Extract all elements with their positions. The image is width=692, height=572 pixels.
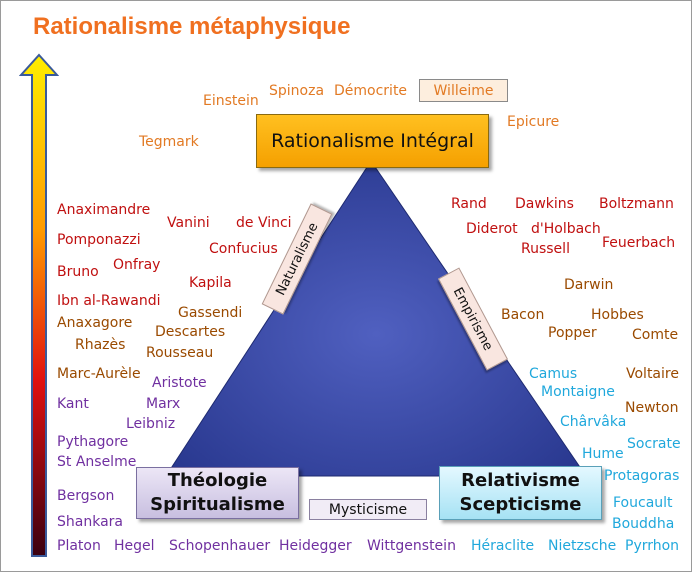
name-kapila: Kapila bbox=[189, 275, 232, 291]
box-relativisme-scepticisme: Relativisme Scepticisme bbox=[439, 466, 602, 520]
name-kant: Kant bbox=[57, 396, 89, 412]
name-onfray: Onfray bbox=[113, 257, 161, 273]
name-einstein: Einstein bbox=[203, 93, 259, 109]
name-heidegger: Heidegger bbox=[279, 538, 352, 554]
name-aristote: Aristote bbox=[152, 375, 207, 391]
name-spinoza: Spinoza bbox=[269, 83, 325, 99]
name-rand: Rand bbox=[451, 196, 487, 212]
name-hume: Hume bbox=[582, 446, 624, 462]
name-pyrrhon: Pyrrhon bbox=[625, 538, 680, 554]
name-darwin: Darwin bbox=[564, 277, 614, 293]
name-marx: Marx bbox=[146, 396, 181, 412]
name-gassendi: Gassendi bbox=[178, 305, 243, 321]
diagram-title: Rationalisme métaphysique bbox=[33, 13, 351, 40]
name-nietzsche: Nietzsche bbox=[548, 538, 617, 554]
name-bruno: Bruno bbox=[57, 264, 99, 280]
box-theologie-spiritualisme: Théologie Spiritualisme bbox=[136, 467, 299, 519]
name-rousseau: Rousseau bbox=[146, 345, 214, 361]
name-newton: Newton bbox=[625, 400, 679, 416]
name-hegel: Hegel bbox=[114, 538, 155, 554]
name-schopenhauer: Schopenhauer bbox=[169, 538, 271, 554]
name-dholbach: d'Holbach bbox=[531, 221, 601, 237]
name-stanselme: St Anselme bbox=[57, 454, 137, 470]
name-russell: Russell bbox=[521, 241, 570, 257]
name-marcaurele: Marc-Aurèle bbox=[57, 366, 141, 382]
box-left-line2: Spiritualisme bbox=[150, 494, 285, 515]
box-left-line1: Théologie bbox=[167, 470, 268, 491]
name-pythagore: Pythagore bbox=[57, 434, 129, 450]
name-bacon: Bacon bbox=[501, 307, 545, 323]
name-rhazes: Rhazès bbox=[75, 337, 126, 353]
name-boltzmann: Boltzmann bbox=[599, 196, 674, 212]
name-comte: Comte bbox=[632, 327, 679, 343]
name-wittgenstein: Wittgenstein bbox=[367, 538, 456, 554]
name-ibnalrawandi: Ibn al-Rawandi bbox=[57, 293, 161, 309]
name-feuerbach: Feuerbach bbox=[602, 235, 676, 251]
name-heraclite: Héraclite bbox=[471, 538, 535, 554]
name-devinci: de Vinci bbox=[236, 215, 292, 231]
box-willeime: Willeime bbox=[419, 79, 508, 102]
box-rationalisme-integral: Rationalisme Intégral bbox=[256, 114, 489, 168]
name-anaxagore: Anaxagore bbox=[57, 315, 133, 331]
name-confucius: Confucius bbox=[209, 241, 278, 257]
name-epicure: Epicure bbox=[507, 114, 560, 130]
name-protagoras: Protagoras bbox=[604, 468, 680, 484]
box-right-line1: Relativisme bbox=[461, 470, 580, 491]
name-charvaka: Chârvâka bbox=[560, 414, 627, 430]
name-vanini: Vanini bbox=[167, 215, 210, 231]
name-socrate: Socrate bbox=[627, 436, 681, 452]
name-montaigne: Montaigne bbox=[541, 384, 615, 400]
box-right-line2: Scepticisme bbox=[459, 494, 582, 515]
name-shankara: Shankara bbox=[57, 514, 123, 530]
name-bouddha: Bouddha bbox=[612, 516, 675, 532]
name-dawkins: Dawkins bbox=[515, 196, 574, 212]
name-tegmark: Tegmark bbox=[139, 134, 199, 150]
name-democrite: Démocrite bbox=[334, 83, 408, 99]
gradient-up-arrow bbox=[19, 53, 59, 557]
name-hobbes: Hobbes bbox=[591, 307, 644, 323]
name-anaximandre: Anaximandre bbox=[57, 202, 151, 218]
name-platon: Platon bbox=[57, 538, 101, 554]
name-camus: Camus bbox=[529, 366, 578, 382]
box-mysticisme: Mysticisme bbox=[309, 499, 427, 520]
name-popper: Popper bbox=[548, 325, 597, 341]
name-voltaire: Voltaire bbox=[626, 366, 679, 382]
name-bergson: Bergson bbox=[57, 488, 115, 504]
name-descartes: Descartes bbox=[155, 324, 226, 340]
name-leibniz: Leibniz bbox=[126, 416, 176, 432]
name-diderot: Diderot bbox=[466, 221, 518, 237]
name-pomponazzi: Pomponazzi bbox=[57, 232, 141, 248]
name-foucault: Foucault bbox=[613, 495, 673, 511]
